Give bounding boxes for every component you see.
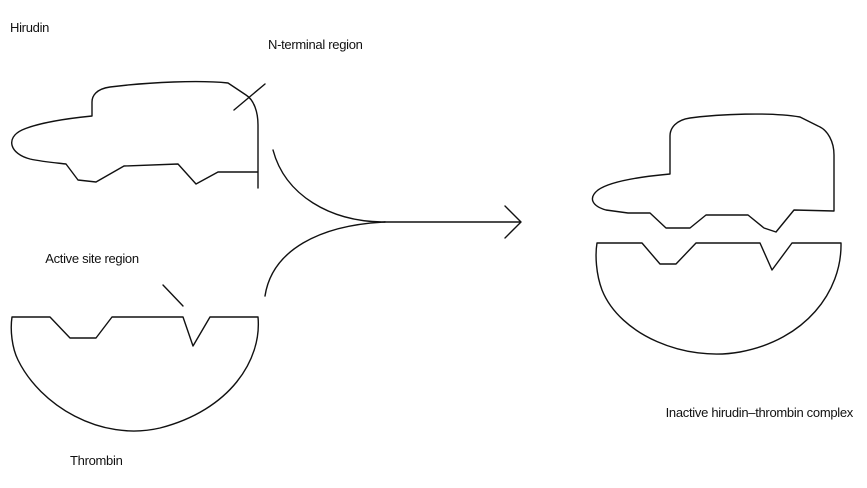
- active-site-pointer: [162, 284, 184, 307]
- thrombin-flow-curve: [264, 221, 386, 297]
- complex-hirudin-shape: [591, 113, 835, 233]
- n-terminal-region-label: N-terminal region: [268, 37, 363, 52]
- complex-thrombin-shape: [595, 242, 842, 355]
- hirudin-label: Hirudin: [10, 20, 50, 35]
- hirudin-flow-curve: [272, 149, 386, 223]
- complex-label: Inactive hirudin–thrombin complex: [665, 405, 854, 420]
- active-site-region-label: Active site region: [45, 251, 139, 266]
- thrombin-shape: [10, 316, 260, 432]
- thrombin-label: Thrombin: [70, 453, 123, 468]
- arrow-head: [504, 205, 522, 239]
- hirudin-shape: [11, 80, 259, 189]
- n-terminal-pointer: [233, 83, 266, 111]
